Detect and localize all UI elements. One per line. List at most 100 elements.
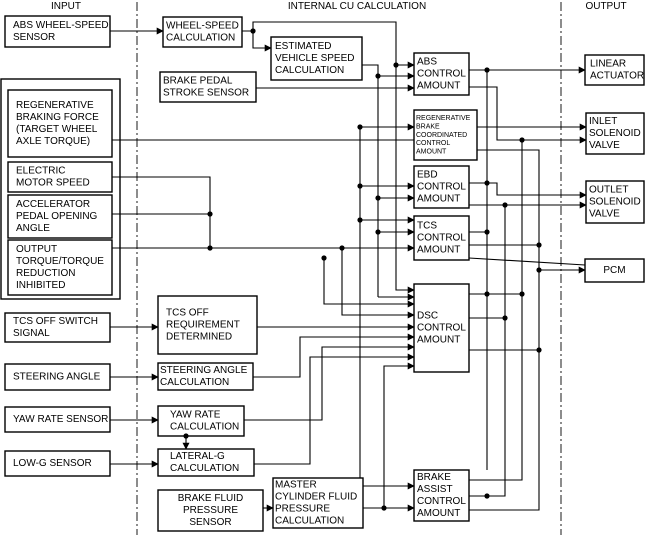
outlet-solenoid-label: SOLENOID: [589, 197, 641, 208]
master-cyl-label: CYLINDER FLUID: [275, 492, 357, 503]
diagram-blocks: ABS WHEEL-SPEEDSENSORREGENERATIVEBRAKING…: [4, 15, 645, 532]
est-vehicle-speed-label: CALCULATION: [275, 65, 344, 76]
junction-dot: [536, 267, 542, 273]
junction-dot: [381, 505, 387, 511]
steering-angle-calc-label: STEERING ANGLE: [160, 365, 248, 376]
steering-angle-label: STEERING ANGLE: [13, 372, 101, 383]
junction-dot: [339, 245, 345, 251]
brake-assist-label: CONTROL: [417, 496, 466, 507]
accel-pedal-label: PEDAL OPENING: [16, 211, 98, 222]
electric-motor-speed-label: MOTOR SPEED: [16, 178, 90, 189]
signal-wire: [254, 353, 415, 465]
junction-dot: [207, 211, 213, 217]
junction-dot: [484, 493, 490, 499]
brake-assist-label: AMOUNT: [417, 508, 460, 519]
output-torque-label: INHIBITED: [16, 280, 65, 291]
dsc-control-label: CONTROL: [417, 323, 466, 334]
junction-dot: [484, 291, 490, 297]
junction-dot: [375, 195, 381, 201]
regen-braking-force-label: AXLE TORQUE): [16, 136, 90, 147]
regen-braking-force-label: BRAKING FORCE: [16, 112, 99, 123]
signal-wire: [244, 343, 415, 421]
junction-dot: [357, 217, 363, 223]
junction-dot: [375, 73, 381, 79]
junction-dot: [519, 137, 525, 143]
junction-dot: [250, 28, 256, 34]
signal-wire: [469, 140, 523, 295]
junction-dot: [321, 255, 327, 261]
ebd-control-label: EBD: [417, 170, 438, 181]
tcs-control-label: AMOUNT: [417, 245, 460, 256]
junction-dot: [183, 433, 189, 439]
outlet-solenoid-label: OUTLET: [589, 185, 628, 196]
est-vehicle-speed-label: VEHICLE SPEED: [275, 53, 354, 64]
brake-fluid-pressure-sensor-label: SENSOR: [189, 517, 231, 528]
signal-wire: [469, 270, 540, 351]
signal-wire: [395, 65, 415, 294]
inlet-solenoid-label: SOLENOID: [589, 128, 641, 139]
signal-wire: [477, 149, 586, 274]
linear-actuator-label: ACTUATOR: [590, 71, 644, 82]
yaw-rate-calc-label: CALCULATION: [170, 422, 239, 433]
inlet-solenoid-label: VALVE: [589, 140, 620, 151]
tcs-off-switch-label: SIGNAL: [13, 328, 50, 339]
dsc-control-label: AMOUNT: [417, 335, 460, 346]
signal-wire: [468, 257, 586, 266]
abs-wheel-speed-sensor-label: SENSOR: [13, 32, 55, 43]
junction-dot: [484, 67, 490, 73]
junction-dot: [519, 291, 525, 297]
master-cyl-label: PRESSURE: [275, 504, 330, 515]
tcs-off-req-label: REQUIREMENT: [166, 320, 240, 331]
inlet-solenoid-label: INLET: [589, 116, 617, 127]
brake-fluid-pressure-sensor-label: BRAKE FLUID: [178, 493, 244, 504]
outlet-solenoid-label: VALVE: [589, 209, 620, 220]
low-g-sensor-block: LOW-G SENSOR: [4, 450, 111, 477]
regen-coord-label: CONTROL: [416, 140, 450, 147]
accel-pedal-label: ACCELERATOR: [16, 199, 90, 210]
signal-wire: [469, 182, 587, 199]
tcs-off-switch-label: TCS OFF SWITCH: [13, 316, 98, 327]
signal-wire: [323, 258, 415, 308]
electric-motor-speed-label: ELECTRIC: [16, 166, 65, 177]
junction-dot: [357, 124, 363, 130]
regen-braking-force-label: (TARGET WHEEL: [16, 124, 98, 135]
junction-dot: [393, 62, 399, 68]
brake-pedal-stroke-label: BRAKE PEDAL: [163, 76, 233, 87]
tcs-off-req-label: DETERMINED: [166, 332, 232, 343]
tcs-off-req-label: TCS OFF: [166, 308, 209, 319]
signal-wires: [110, 21, 587, 512]
output-torque-label: OUTPUT: [16, 244, 57, 255]
regen-coord-label: REGENERATIVE: [416, 115, 471, 122]
brake-pedal-stroke-label: STROKE SENSOR: [163, 88, 249, 99]
signal-wire: [469, 318, 506, 497]
brake-fluid-pressure-sensor-label: PRESSURE: [183, 505, 238, 516]
junction-dot: [502, 202, 508, 208]
wheel-speed-calc-label: WHEEL-SPEED: [166, 21, 239, 32]
ebd-control-label: AMOUNT: [417, 194, 460, 205]
regen-coord-label: COORDINATED: [416, 132, 467, 139]
pcm-block: PCM: [584, 258, 645, 283]
low-g-sensor-label: LOW-G SENSOR: [13, 458, 92, 469]
junction-dots: [183, 28, 542, 511]
brake-assist-label: ASSIST: [417, 484, 453, 495]
tcs-control-label: TCS: [417, 221, 437, 232]
signal-wire: [242, 30, 272, 52]
lateral-g-calc-label: CALCULATION: [170, 463, 239, 474]
junction-dot: [357, 183, 363, 189]
abs-control-label: CONTROL: [417, 69, 466, 80]
abs-wheel-speed-sensor-label: ABS WHEEL-SPEED: [13, 20, 109, 31]
